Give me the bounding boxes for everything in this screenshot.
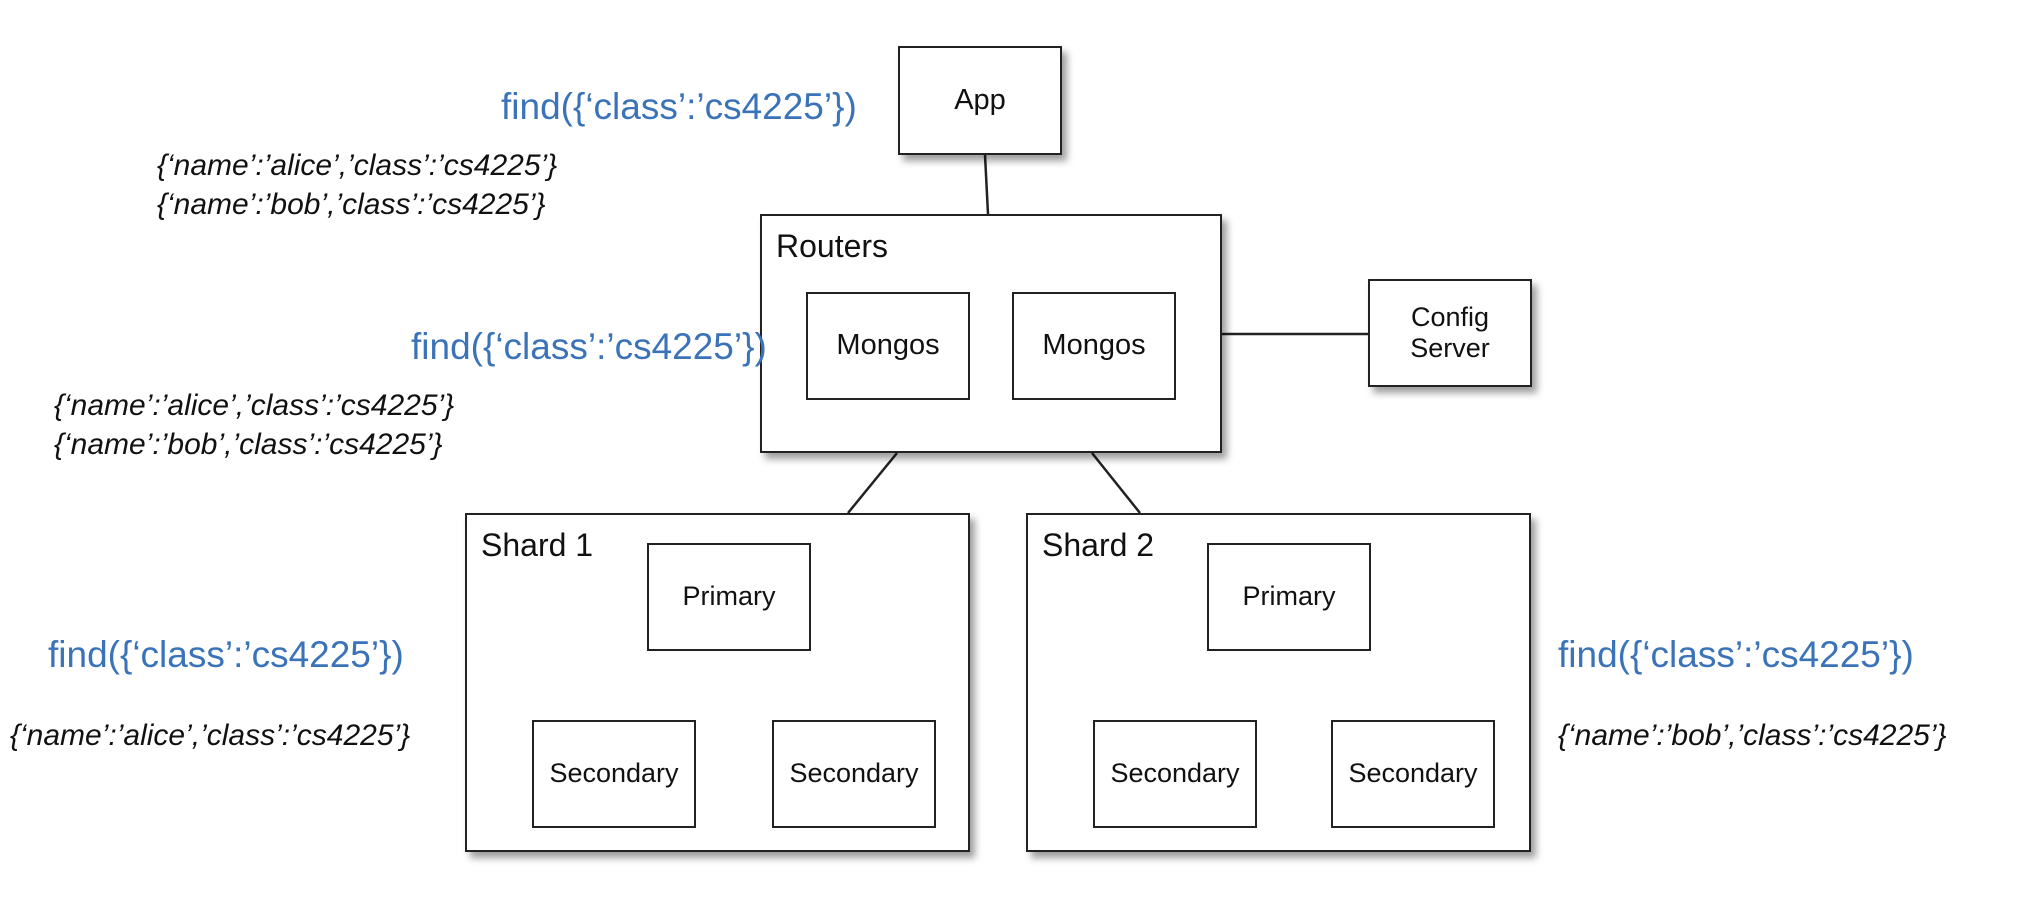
shard-1-result-1: {‘name’:’alice’,’class’:’cs4225’}: [10, 719, 411, 752]
shard-1-secondary-node-2: Secondary: [772, 720, 936, 828]
app-result-1: {‘name’:’alice’,’class’:’cs4225’}: [157, 149, 558, 182]
router-query-label: find({‘class’:’cs4225’}): [411, 326, 767, 367]
shard-2-title: Shard 2: [1042, 527, 1155, 563]
shard-2-primary-node: Primary: [1207, 543, 1371, 651]
shard-1-primary-label: Primary: [682, 581, 776, 612]
shard-2-secondary-node-1: Secondary: [1093, 720, 1257, 828]
shard-1-query-label: find({‘class’:’cs4225’}): [48, 634, 404, 675]
router-result-2: {‘name’:’bob’,’class’:’cs4225’}: [54, 428, 443, 461]
edge-app-routers: [983, 154, 990, 215]
config-server-label-line2: Server: [1410, 333, 1490, 363]
app-result-2: {‘name’:’bob’,’class’:’cs4225’}: [157, 188, 546, 221]
mongos-label-2: Mongos: [1042, 329, 1146, 362]
config-server-label-line1: Config: [1410, 301, 1490, 332]
shard-2-primary-label: Primary: [1242, 581, 1336, 612]
shard-2-secondary-label-1: Secondary: [1110, 758, 1240, 789]
router-results: {‘name’:’alice’,’class’:’cs4225’} {‘name…: [54, 386, 454, 464]
routers-title: Routers: [776, 228, 889, 264]
shard-1-results: {‘name’:’alice’,’class’:’cs4225’}: [10, 716, 410, 755]
app-results: {‘name’:’alice’,’class’:’cs4225’} {‘name…: [157, 146, 557, 224]
mongos-node-1: Mongos: [806, 292, 970, 400]
shard-2-result-1: {‘name’:’bob’,’class’:’cs4225’}: [1558, 719, 1947, 752]
config-server-node: Config Server: [1368, 279, 1532, 387]
edge-routers-shard1: [847, 452, 898, 514]
shard-2-secondary-label-2: Secondary: [1348, 758, 1478, 789]
app-node: App: [898, 46, 1062, 155]
mongos-node-2: Mongos: [1012, 292, 1176, 400]
shard-1-title: Shard 1: [481, 527, 594, 563]
mongos-label-1: Mongos: [836, 329, 940, 362]
shard-1-secondary-node-1: Secondary: [532, 720, 696, 828]
shard-2-secondary-node-2: Secondary: [1331, 720, 1495, 828]
edge-routers-shard2: [1091, 452, 1141, 514]
app-label: App: [954, 83, 1006, 116]
shard-1-secondary-label-1: Secondary: [549, 758, 679, 789]
shard-1-primary-node: Primary: [647, 543, 811, 651]
app-query-label: find({‘class’:’cs4225’}): [501, 86, 857, 127]
shard-2-query-label: find({‘class’:’cs4225’}): [1558, 634, 1914, 675]
shard-2-results: {‘name’:’bob’,’class’:’cs4225’}: [1558, 716, 1947, 755]
router-result-1: {‘name’:’alice’,’class’:’cs4225’}: [54, 389, 455, 422]
shard-1-secondary-label-2: Secondary: [789, 758, 919, 789]
